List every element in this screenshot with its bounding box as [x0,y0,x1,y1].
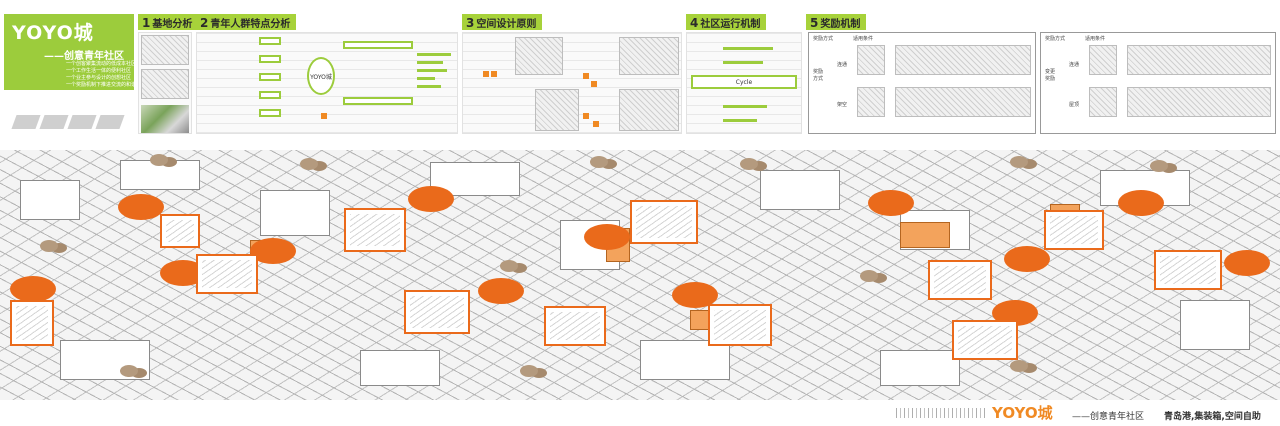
space-principles-panel [462,32,682,134]
annotation-bubble [408,186,454,212]
axonometric-site-plan [0,150,1280,400]
title-lines: 一个创客聚集流动的低成本社区 一个工作生活一体的便利社区 一个业主参与设计的创想… [66,61,147,89]
detail-callout [1154,250,1222,290]
site-map-image [141,35,189,65]
space-sketch-image [619,89,679,131]
title-line: 一个奖励机制下推进交流的和谐社区 [66,82,147,88]
annotation-bubble [1224,250,1270,276]
annotation-bubble [584,224,630,250]
detail-callout [160,214,200,248]
footer-people-silhouettes [896,408,986,418]
detail-callout [708,304,772,346]
annotation-bubble [118,194,164,220]
detail-callout [544,306,606,346]
youth-analysis-panel: YOYO城 [196,32,458,134]
footer-tagline: 青岛港,集装箱,空间自助 [1164,412,1261,422]
title-line: 一个工作生活一体的便利社区 [66,68,132,74]
title-line: 一个创客聚集流动的低成本社区 [66,61,137,67]
detail-callout [344,208,406,252]
mechanism-panel: Cycle [686,32,802,134]
detail-callout [404,290,470,334]
annotation-bubble [478,278,524,304]
page-subtitle: ——创意青年社区 [44,51,124,62]
detail-callout [10,300,54,346]
detail-callout [952,320,1018,360]
detail-callout [630,200,698,244]
annotation-bubble [1004,246,1050,272]
cycle-bar: Cycle [691,75,797,89]
annotation-bubble [10,276,56,302]
title-panel: YOYO城 ——创意青年社区 一个创客聚集流动的低成本社区 一个工作生活一体的便… [4,14,147,90]
site-photo-image [141,105,189,133]
site-analysis-panel [138,32,192,134]
reward-table-1: 奖励方式 适用条件 奖励方式 连通 架空 [808,32,1036,134]
space-sketch-image [515,37,563,75]
reward-table-2: 奖励方式 适用条件 变更奖励 连通 屋顶 [1040,32,1276,134]
detail-callout [928,260,992,300]
annotation-bubble [672,282,718,308]
detail-callout [196,254,258,294]
center-node: YOYO城 [307,57,335,95]
annotation-bubble [1118,190,1164,216]
footer-subtitle: ——创意青年社区 [1072,412,1145,422]
detail-callout [1044,210,1104,250]
decorative-shapes [11,114,126,133]
space-sketch-image [535,89,579,131]
site-plan-image [141,69,189,99]
title-line: 一个业主参与设计的创想社区 [66,75,132,81]
annotation-bubble [868,190,914,216]
page-title: YOYO城 [12,22,94,44]
space-sketch-image [619,37,679,75]
footer-logo: YOYO城 [992,404,1053,422]
